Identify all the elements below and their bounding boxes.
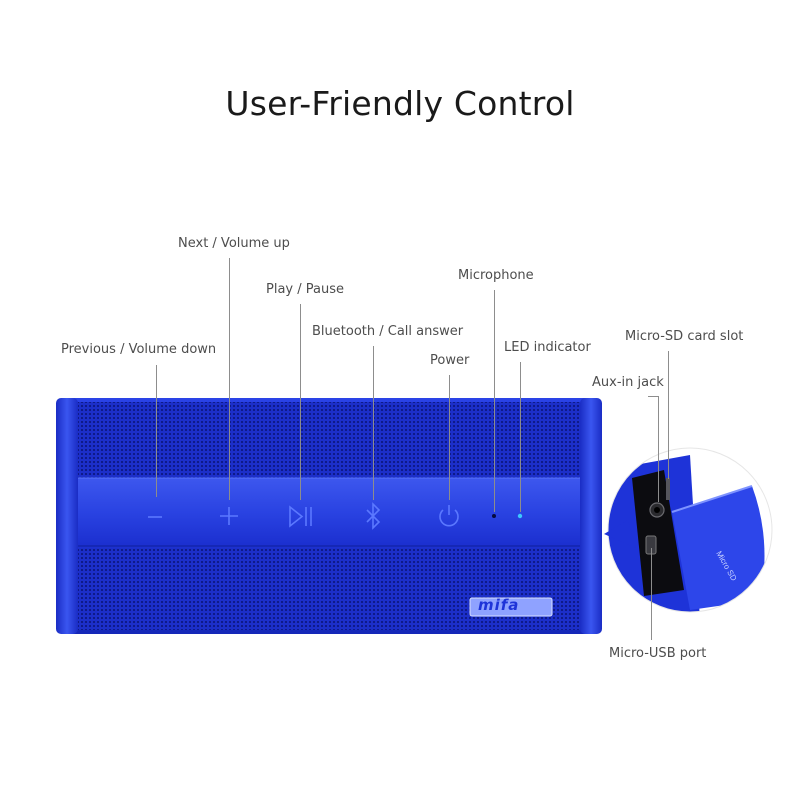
leader-line-power [449, 375, 450, 500]
leader-line-aux [658, 396, 659, 502]
label-led-indicator: LED indicator [504, 340, 591, 355]
micro-sd-slot [666, 478, 670, 500]
leader-line-next [229, 258, 230, 500]
speaker-end-cap-right [580, 398, 602, 634]
brand-logo: mifa [478, 596, 520, 614]
label-microphone: Microphone [458, 268, 534, 283]
label-micro-sd-card-slot: Micro-SD card slot [625, 329, 744, 344]
play-pause-icon [289, 505, 312, 528]
leader-line-previous [156, 365, 157, 497]
leader-line-micro-sd [668, 351, 669, 479]
label-play-pause: Play / Pause [266, 282, 344, 297]
page-title: User-Friendly Control [225, 84, 575, 123]
rubber-flap [672, 486, 765, 610]
label-aux-in-jack: Aux-in jack [592, 375, 664, 390]
leader-line-led [520, 362, 521, 512]
leader-line-bluetooth [373, 346, 374, 500]
port-panel [632, 470, 684, 596]
label-bluetooth-call-answer: Bluetooth / Call answer [312, 324, 464, 339]
leader-line-aux-h [648, 396, 658, 397]
label-next-volume-up: Next / Volume up [178, 236, 290, 251]
led-dot-icon [517, 513, 523, 519]
control-strip [78, 478, 580, 546]
label-power: Power [430, 353, 470, 368]
speaker-end-cap-left [56, 398, 78, 634]
leader-line-play-pause [300, 304, 301, 500]
label-micro-usb-port: Micro-USB port [609, 646, 707, 661]
bluetooth-icon [366, 502, 381, 530]
leader-line-micro-usb [651, 548, 652, 640]
plus-icon [220, 507, 238, 525]
label-previous-volume-down: Previous / Volume down [61, 342, 217, 357]
leader-line-microphone [494, 290, 495, 512]
speaker-top-grille [78, 402, 580, 478]
brand-logo-plate [469, 597, 553, 617]
power-icon [439, 505, 459, 527]
microphone-hole-icon [492, 514, 496, 518]
